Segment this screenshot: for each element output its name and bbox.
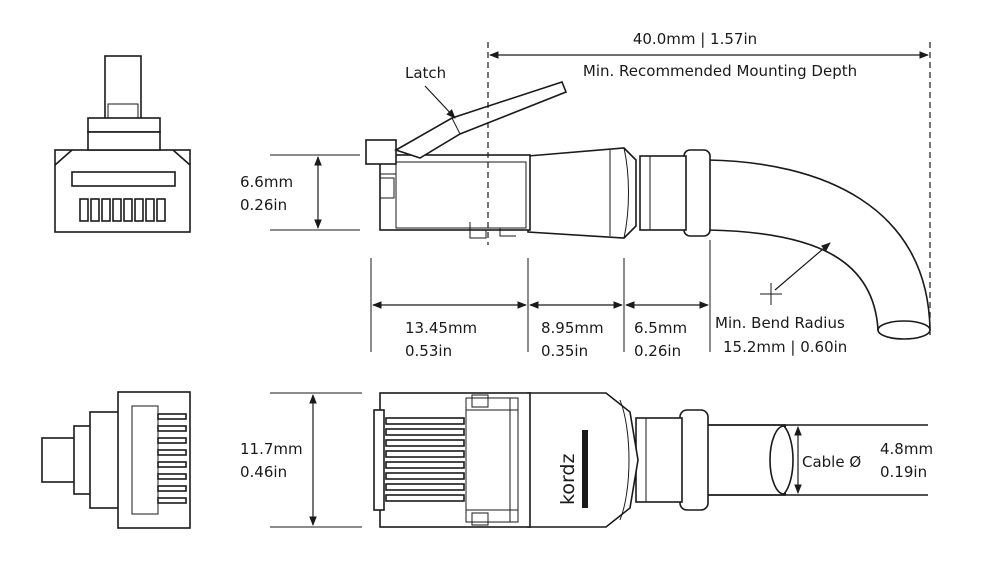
side-view-latch	[394, 81, 568, 159]
segment-1-mm: 13.45mm	[405, 319, 477, 337]
height-mm: 6.6mm	[240, 173, 293, 191]
cable-mm: 4.8mm	[880, 440, 933, 458]
end-view-contacts	[157, 413, 187, 504]
latch-label: Latch	[405, 64, 446, 82]
segment-2-mm: 8.95mm	[541, 319, 604, 337]
side-view-connector	[365, 81, 931, 340]
bend-caption: Min. Bend Radius	[715, 314, 845, 332]
width-mm: 11.7mm	[240, 440, 303, 458]
front-view-contacts	[79, 198, 166, 222]
cable-caption: Cable Ø	[802, 453, 861, 471]
depth-dimension-value: 40.0mm | 1.57in	[633, 30, 757, 48]
side-view-boot	[527, 147, 637, 239]
latch-pointer	[424, 85, 456, 119]
segment-3-mm: 6.5mm	[634, 319, 687, 337]
front-view-plug	[54, 55, 191, 233]
width-in: 0.46in	[240, 463, 287, 481]
side-view-cable-bend	[707, 159, 931, 331]
cable-in: 0.19in	[880, 463, 927, 481]
segment-2-in: 0.35in	[541, 342, 588, 360]
top-view-connector: kordz	[373, 392, 931, 528]
bend-dimension-value: 15.2mm | 0.60in	[723, 338, 847, 356]
brand-bar	[582, 430, 588, 508]
top-view-contacts	[385, 417, 465, 502]
height-in: 0.26in	[240, 196, 287, 214]
segment-1-in: 0.53in	[405, 342, 452, 360]
brand-logo-text: kordz	[557, 454, 579, 505]
depth-caption: Min. Recommended Mounting Depth	[583, 62, 857, 80]
segment-3-in: 0.26in	[634, 342, 681, 360]
bend-radius-pointer	[774, 242, 831, 291]
end-view-plug	[41, 391, 191, 529]
